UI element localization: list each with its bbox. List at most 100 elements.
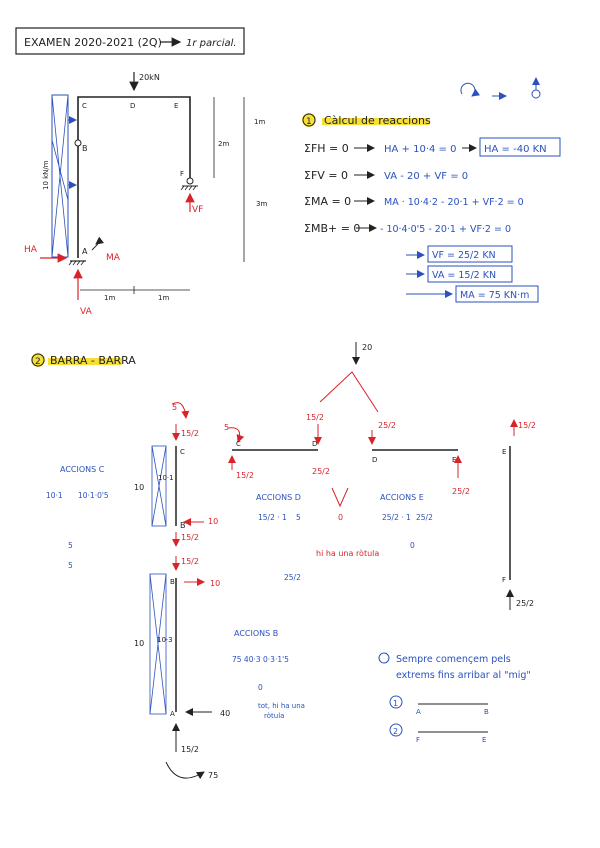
moment-circle-icon <box>531 89 541 99</box>
accions-b-title: ACCIONS B <box>234 629 278 638</box>
accions-b-note2: ròtula <box>264 712 284 720</box>
bar-cd-mid-force-bottom: 25/2 <box>312 467 330 476</box>
section-2-title: BARRA - BARRA <box>50 354 136 367</box>
bar-cd: 5 15/2 C D 15/2 25/2 ACCIONS D 15/2 · 1 … <box>224 413 330 582</box>
opt1-circle <box>389 695 403 709</box>
accions-c-l1: 10·1 <box>46 491 63 500</box>
bar-ef-node-f: F <box>502 576 506 584</box>
bar-ef-node-e: E <box>502 448 506 456</box>
bar-ba-load-mid: 10·3 <box>157 636 173 644</box>
bar-cb-node-b: B <box>180 521 186 530</box>
accions-b-note1: tot, hi ha una <box>258 702 305 710</box>
rotation-positive-icon <box>460 82 481 97</box>
res1: VF = 25/2 KN <box>432 250 496 261</box>
accions-e-l2: 25/2 <box>416 513 433 522</box>
sign-convention <box>460 77 541 100</box>
accions-c-l3: 5 <box>68 541 73 550</box>
reaction-ha-label: HA <box>24 245 38 255</box>
opt2-b: E <box>482 736 486 744</box>
accions-c-l4: 5 <box>68 561 73 570</box>
accions-c-l2: 10·1·0'5 <box>78 491 109 500</box>
res3: MA = 75 KN·m <box>460 290 529 301</box>
eq1-rhs: HA + 10·4 = 0 <box>384 144 456 155</box>
hinge-b <box>74 139 82 147</box>
accions-d-l1: 15/2 · 1 <box>258 513 287 522</box>
res3-box <box>455 285 539 303</box>
load-split-lines <box>319 371 379 413</box>
accions-b-l2: 0 <box>258 683 263 692</box>
moment-a-label: MA <box>106 253 121 263</box>
note-line2: extrems fins arribar al "mig" <box>396 670 531 681</box>
bar-cb-load-left: 10 <box>134 483 144 492</box>
bar-de-left-force: 25/2 <box>378 421 396 430</box>
bar-ba-load-hatch <box>149 573 167 715</box>
rotula-arrow-icon <box>331 487 349 508</box>
bar-ba-node-a: A <box>170 710 175 718</box>
dim-h1: 1m <box>104 294 115 302</box>
dim-d3: 3m <box>256 200 267 208</box>
res2: VA = 15/2 KN <box>432 270 496 281</box>
node-f-label: F <box>180 170 184 178</box>
accions-d-l2: 5 <box>296 513 301 522</box>
bar-cd-mid-force-top: 15/2 <box>306 413 324 422</box>
section-1-highlight <box>302 113 316 127</box>
eq3-lhs: ΣMA = 0 <box>304 195 351 208</box>
bar-cb: 5 15/2 C B 10 10·1 10 15/2 ACCIONS C 10·… <box>46 402 218 570</box>
bar-ba-moment-arc <box>165 761 205 780</box>
rotula-note-text: hi ha una ròtula <box>316 548 379 558</box>
opt1-a: A <box>416 708 421 716</box>
section-2-highlight <box>31 353 45 367</box>
node-c-label: C <box>82 102 87 110</box>
rotula-note: 0 hi ha una ròtula <box>316 487 379 558</box>
res2-box <box>427 265 513 283</box>
note-asterisk-icon <box>378 652 390 664</box>
accions-e-title: ACCIONS E <box>380 493 424 502</box>
bar-ba-bottom-right: 40 <box>220 709 230 718</box>
eq4-lhs: ΣMB+ = 0 <box>304 222 360 235</box>
node-b-label: B <box>82 144 88 153</box>
bar-cb-load-hatch <box>151 445 167 527</box>
dim-h2: 1m <box>158 294 169 302</box>
bar-cb-top-moment: 5 <box>172 403 177 412</box>
bar-cb-right-force: 10 <box>208 517 218 526</box>
bar-de: 25/2 D E 25/2 ACCIONS E 25/2 · 1 25/2 0 <box>368 421 470 550</box>
section-1-title: Càlcul de reaccions <box>324 114 431 127</box>
eq2-lhs: ΣFV = 0 <box>304 169 348 182</box>
bar-ba-right-force: 10 <box>210 579 220 588</box>
reaction-va-label: VA <box>80 307 93 317</box>
section-2-number: 2 <box>35 357 41 367</box>
point-load-label: 20kN <box>139 73 160 82</box>
support-a-hatch <box>68 260 85 266</box>
bar-cb-moment-arc <box>171 402 190 419</box>
bar-ef-bottom-force: 25/2 <box>516 599 534 608</box>
bar-ba: 15/2 B 10 10 10·3 A 40 15/2 75 ACCIONS B… <box>134 556 305 780</box>
bar-cd-moment: 5 <box>224 423 229 432</box>
bar-cb-load-mid: 10·1 <box>158 474 174 482</box>
sec2-load-label: 20 <box>362 343 372 352</box>
opt2-circle <box>389 723 403 737</box>
bar-cd-node-c: C <box>236 440 241 448</box>
opt1-b: B <box>484 708 489 716</box>
section-2-title-highlight <box>48 358 122 365</box>
bar-cb-node-c: C <box>180 448 185 456</box>
dist-load-label: 10 kN/m <box>42 160 50 190</box>
bar-cd-node-d: D <box>312 440 317 448</box>
bar-cd-left-force: 15/2 <box>236 471 254 480</box>
exam-title: EXAMEN 2020-2021 (2Q) <box>24 36 162 49</box>
bar-ef-top-force: 15/2 <box>518 421 536 430</box>
distributed-load-hatch <box>51 94 69 258</box>
section-1-circle <box>302 113 316 127</box>
bar-cd-moment-arc <box>227 427 245 443</box>
frame-members <box>77 96 191 258</box>
bar-ba-moment: 75 <box>208 771 218 780</box>
eq1-result-box <box>479 137 561 157</box>
section-2: 2 BARRA - BARRA 20 5 15/2 C B 10 10·1 10… <box>31 342 536 780</box>
bar-ba-node-b: B <box>170 578 175 586</box>
support-f-roller <box>186 177 194 185</box>
accions-b-l1: 75 40·3 0·3·1'5 <box>232 655 289 664</box>
node-d-label: D <box>130 102 135 110</box>
opt2-num: 2 <box>393 727 398 736</box>
node-a-label: A <box>82 247 88 256</box>
bar-de-node-d: D <box>372 456 377 464</box>
